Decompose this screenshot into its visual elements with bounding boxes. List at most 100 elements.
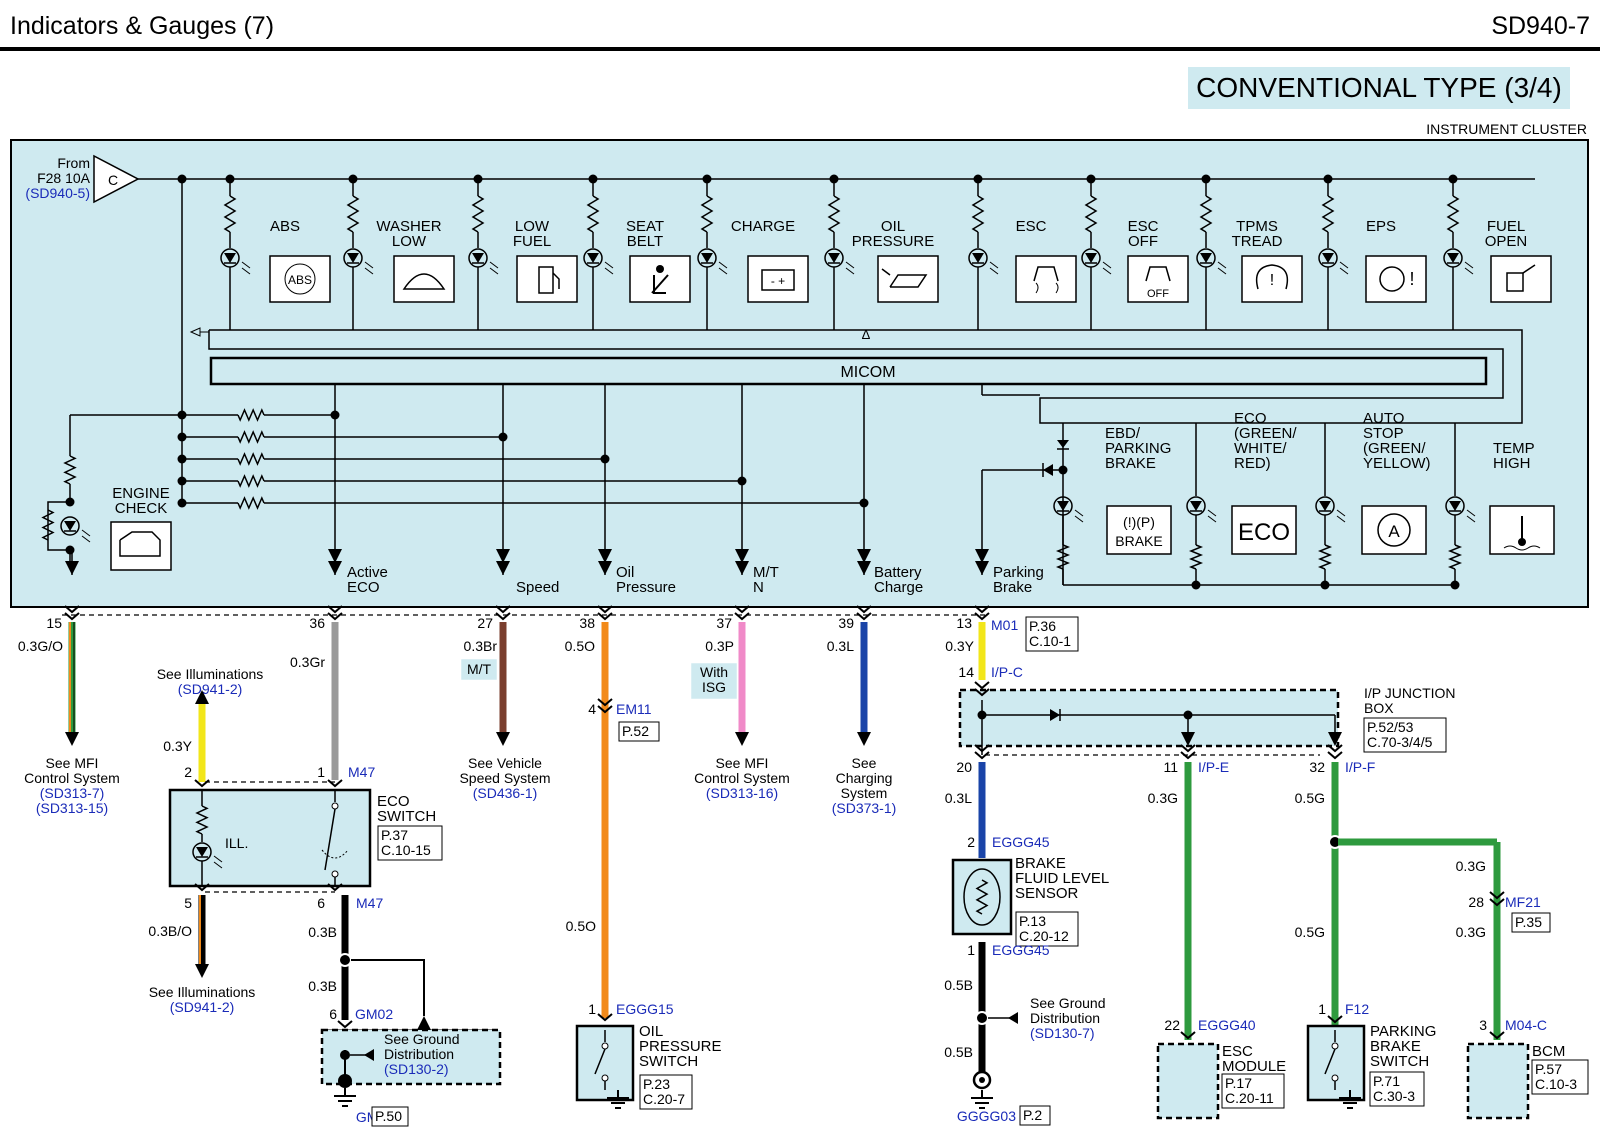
led-icon xyxy=(347,253,359,263)
signal-label: Charge xyxy=(874,579,923,596)
reference-label: (SD436-1) xyxy=(473,785,538,801)
reference-label: (SD373-1) xyxy=(832,800,897,816)
junction-dot xyxy=(600,454,610,464)
resistor-icon xyxy=(1321,195,1335,233)
resistor-icon xyxy=(1055,544,1071,570)
component-label: MODULE xyxy=(1222,1058,1286,1075)
led-icon xyxy=(224,253,236,263)
resistor-icon xyxy=(237,408,265,422)
reference-label: Distribution xyxy=(1030,1010,1100,1026)
page-ref: C.70-3/4/5 xyxy=(1367,734,1433,750)
pin-number: 5 xyxy=(184,895,192,911)
pin-number: 27 xyxy=(477,615,493,631)
esc-icon xyxy=(1035,282,1059,294)
delta-bus xyxy=(208,329,1523,424)
auto-stop-icon xyxy=(1377,513,1411,547)
eco-icon: ECO xyxy=(1238,519,1290,546)
indicator-icon-box xyxy=(1490,255,1552,303)
reference-label: System xyxy=(841,785,888,801)
battery-icon: - + xyxy=(771,274,785,288)
arrow-down-icon xyxy=(857,732,871,746)
indicator-label: OPEN xyxy=(1485,233,1528,250)
junction-box-label: BOX xyxy=(1364,700,1394,716)
switch-icon xyxy=(1331,1074,1339,1082)
connector-label: I/P-F xyxy=(1345,759,1375,775)
junction-dot xyxy=(737,476,747,486)
connector-label: EM11 xyxy=(616,701,652,717)
resistor-icon xyxy=(971,195,985,233)
signal-label: Speed xyxy=(516,579,559,596)
led-icon xyxy=(64,521,76,531)
eps-icon xyxy=(1379,266,1405,292)
led-icon xyxy=(196,847,208,857)
led-ray-icon xyxy=(489,261,499,269)
delta-symbol: Δ xyxy=(862,327,871,342)
connector-chevron-icon xyxy=(597,605,613,614)
seat-belt-icon xyxy=(653,275,666,294)
indicator-label: (GREEN/ xyxy=(1234,425,1297,442)
indicator-label: FUEL xyxy=(513,233,551,250)
wire-spec: 0.3L xyxy=(827,638,854,654)
component-label: SWITCH xyxy=(1370,1053,1429,1070)
pin-number: 14 xyxy=(958,664,974,680)
wire-spec: 0.5O xyxy=(565,638,595,654)
connector-chevron-icon xyxy=(194,779,210,788)
page-ref: C.30-3 xyxy=(1373,1088,1415,1104)
led-ray-icon xyxy=(1466,515,1476,523)
led-ray-icon xyxy=(718,267,728,275)
parking-brake-switch xyxy=(1306,1024,1366,1102)
component-label: SENSOR xyxy=(1015,885,1079,902)
splice-dot xyxy=(338,953,352,967)
arrow-up-icon xyxy=(417,1016,431,1030)
indicator-icon-box xyxy=(1106,505,1172,555)
junction-dot xyxy=(859,498,869,508)
reference-label: (SD313-16) xyxy=(706,785,778,801)
connector-chevron-icon xyxy=(64,605,80,614)
source-label: F28 10A xyxy=(37,170,91,186)
connector-label: GGGG03 xyxy=(957,1108,1016,1124)
indicator-label: WASHER xyxy=(376,218,441,235)
connector-label: MF21 xyxy=(1505,894,1541,910)
led-ray-icon xyxy=(718,261,728,269)
junction-dot xyxy=(177,174,187,184)
led-ray-icon xyxy=(1464,261,1474,269)
indicator-label: AUTO xyxy=(1363,410,1404,427)
reference-label: See Illuminations xyxy=(149,984,256,1000)
wire-spec: 0.3B/O xyxy=(148,923,192,939)
splice-dot xyxy=(975,1011,989,1025)
page-ref-box xyxy=(1369,1071,1425,1107)
led-ray-icon xyxy=(989,261,999,269)
component-label: ECO xyxy=(377,793,410,810)
pin-number: 4 xyxy=(588,701,596,717)
connector-c: C xyxy=(108,172,118,188)
signal-label: N xyxy=(753,579,764,596)
wire-spec: 0.5O xyxy=(566,918,596,934)
signal-label: Pressure xyxy=(616,579,676,596)
arrow-left-icon xyxy=(1008,1012,1018,1024)
led-ray-icon xyxy=(604,267,614,275)
auto-stop-icon: A xyxy=(1388,522,1400,541)
wire-spec: 0.5B xyxy=(944,1044,973,1060)
page-ref: C.20-12 xyxy=(1019,928,1069,944)
micom-box xyxy=(209,356,1488,386)
abs-icon: ABS xyxy=(288,273,312,287)
source-label: From xyxy=(57,155,90,171)
led-ray-icon xyxy=(1217,261,1227,269)
indicator-label: EBD/ xyxy=(1105,425,1141,442)
led-ray-icon xyxy=(1339,261,1349,269)
page-title: Indicators & Gauges (7) xyxy=(10,12,275,40)
page-code: SD940-7 xyxy=(1491,12,1590,40)
connector-chevron-icon xyxy=(327,883,343,892)
page-ref-box xyxy=(1363,717,1447,753)
reference-label: Control System xyxy=(694,770,790,786)
seat-belt-icon xyxy=(656,265,664,273)
resistor-icon xyxy=(1446,195,1460,233)
page-ref-box xyxy=(1015,911,1079,947)
signal-label: Parking xyxy=(993,564,1044,581)
indicator-icon-box xyxy=(516,255,578,303)
eco-switch-box xyxy=(168,788,372,888)
pin-number: 36 xyxy=(309,615,325,631)
resistor-icon xyxy=(237,496,265,510)
page-ref: C.10-3 xyxy=(1535,1076,1577,1092)
switch-icon xyxy=(601,1042,609,1050)
